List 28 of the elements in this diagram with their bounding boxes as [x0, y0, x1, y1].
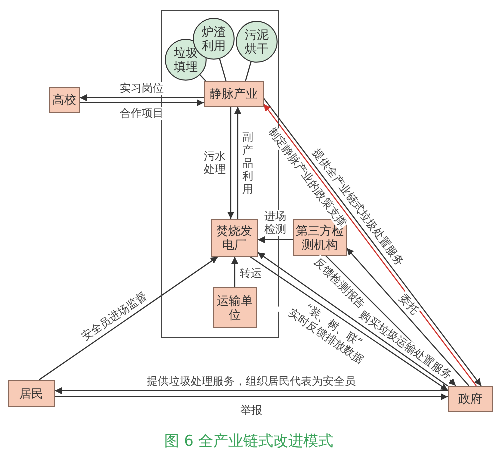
arrow [228, 107, 234, 219]
edge-label: 转运 [239, 267, 263, 280]
arrow [232, 257, 238, 287]
arrow [346, 248, 470, 386]
process-box: 居民 [8, 380, 55, 407]
bubble: 污泥烘干 [236, 21, 278, 63]
arrow [39, 256, 218, 380]
arrow [258, 236, 293, 244]
process-box: 静脉产业 [204, 81, 264, 107]
process-box: 焚烧发电厂 [211, 219, 258, 257]
edge-label: 污水处理 [201, 150, 229, 176]
edge-label: 副产品利用 [240, 130, 256, 196]
connector-line [200, 74, 206, 82]
arrow [80, 100, 204, 106]
arrow [55, 388, 448, 394]
edge-label: 提供垃圾处理服务，组织居民代表为安全员 [146, 374, 357, 388]
process-box: 政府 [448, 386, 493, 412]
process-box: 运输单位 [213, 287, 257, 328]
figure-caption: 图 6 全产业链式改进模式 [163, 432, 335, 451]
edge-label: 合作项目 [119, 106, 165, 120]
arrow [55, 394, 448, 400]
edge-label: 实习岗位 [119, 82, 165, 94]
arrow [80, 94, 204, 102]
edge-label: 举报 [240, 404, 264, 416]
process-box: 高校 [49, 87, 80, 113]
connector-line [245, 62, 252, 82]
arrow [234, 107, 242, 219]
connector-line [219, 59, 227, 82]
